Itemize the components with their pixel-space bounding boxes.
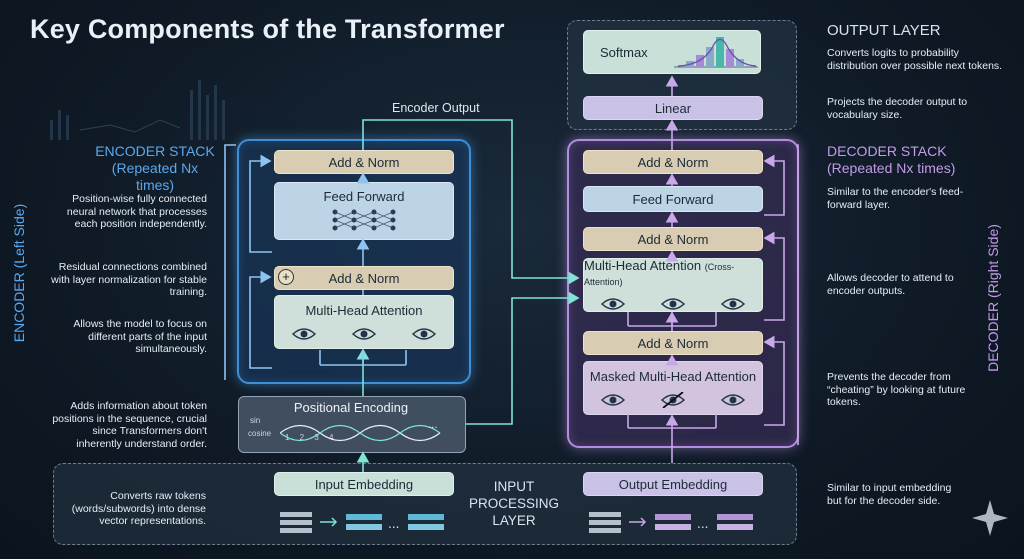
- input-title-line-2: PROCESSING: [468, 496, 560, 511]
- position-digits: 1 2 3 4: [285, 433, 338, 442]
- softmax-box[interactable]: Softmax: [583, 30, 761, 74]
- residual-note: Residual connections combined with layer…: [51, 261, 207, 298]
- cross-attention-label: Multi-Head Attention (Cross-Attention): [584, 258, 762, 288]
- attention-head-icon: [601, 393, 625, 406]
- svg-text:...: ...: [697, 517, 708, 531]
- decoder-ff-note: Similar to the encoder's feed-forward la…: [827, 186, 964, 211]
- input-title-line-1: INPUT: [493, 479, 535, 494]
- encoder-mha-label: Multi-Head Attention: [305, 302, 423, 318]
- embedding-note: Converts raw tokens (words/subwords) int…: [71, 490, 206, 527]
- masked-attention-note: Prevents the decoder from “cheating” by …: [827, 371, 966, 408]
- neural-network-icon: [332, 209, 396, 231]
- output-layer-title: OUTPUT LAYER: [827, 22, 941, 39]
- sine-wave-icon: ...: [280, 420, 441, 442]
- output-embedding-box[interactable]: Output Embedding: [583, 472, 763, 496]
- encoder-multi-head-attention[interactable]: Multi-Head Attention: [274, 295, 454, 349]
- attention-head-icon: [352, 327, 376, 340]
- decoder-cross-attention[interactable]: Multi-Head Attention (Cross-Attention): [583, 258, 763, 312]
- output-embedding-note: Similar to input embedding but for the d…: [827, 482, 952, 507]
- background-decoration: [50, 80, 225, 140]
- cross-attention-text: Multi-Head Attention: [584, 258, 702, 273]
- masked-attention-label: Masked Multi-Head Attention: [589, 368, 757, 384]
- svg-text:...: ...: [388, 517, 399, 531]
- softmax-note: Converts logits to probability distribut…: [827, 47, 1003, 72]
- attention-head-icon: [661, 298, 685, 310]
- input-embedding-box[interactable]: Input Embedding: [274, 472, 454, 496]
- sparkle-icon: [972, 500, 1008, 536]
- decoder-stack-sub: (Repeated Nx times): [827, 160, 956, 176]
- input-processing-title: INPUT PROCESSING LAYER: [466, 478, 562, 529]
- svg-text:...: ...: [428, 420, 438, 431]
- output-token-row: ...: [589, 512, 753, 533]
- encoder-feed-forward[interactable]: Feed Forward: [274, 182, 454, 240]
- attention-head-icon: [721, 298, 745, 310]
- decoder-stack-heading: DECODER STACK: [827, 143, 947, 159]
- linear-note: Projects the decoder output to vocabular…: [827, 96, 968, 121]
- page-title: Key Components of the Transformer: [30, 14, 505, 44]
- distribution-icon: [673, 37, 758, 68]
- masked-attention-head-icon: [661, 391, 685, 408]
- attention-note: Allows the model to focus on different p…: [73, 318, 207, 355]
- encoder-feed-forward-label: Feed Forward: [323, 189, 405, 204]
- decoder-add-norm-3[interactable]: Add & Norm: [583, 331, 763, 355]
- residual-add-icon: +: [278, 269, 294, 285]
- encoder-stack-sub: (Repeated Nx times): [111, 160, 199, 193]
- encoder-output-label: Encoder Output: [392, 101, 480, 115]
- positional-encoding-box[interactable]: [238, 396, 466, 453]
- attention-head-icon: [412, 327, 436, 340]
- sin-label: sin: [250, 416, 261, 425]
- attention-head-icon: [601, 298, 625, 310]
- cross-attention-note: Allows decoder to attend to encoder outp…: [827, 272, 954, 297]
- encoder-stack-heading: ENCODER STACK: [95, 143, 215, 159]
- positional-encoding-note: Adds information about token positions i…: [52, 400, 207, 450]
- cosine-label: cosine: [248, 429, 272, 438]
- input-title-line-3: LAYER: [492, 513, 536, 528]
- input-token-row: ...: [280, 512, 444, 533]
- attention-head-icon: [292, 327, 316, 340]
- decoder-stack-title: DECODER STACK (Repeated Nx times): [827, 143, 955, 177]
- encoder-add-norm-top[interactable]: Add & Norm: [274, 150, 454, 174]
- attention-head-icon: [721, 393, 745, 406]
- encoder-stack-title: ENCODER STACK (Repeated Nx times): [95, 143, 215, 194]
- decoder-add-norm-top[interactable]: Add & Norm: [583, 150, 763, 174]
- cross-attention-tag: (Cross-Attention): [584, 262, 735, 287]
- feed-forward-note: Position-wise fully connected neural net…: [66, 193, 207, 230]
- softmax-label: Softmax: [600, 44, 648, 60]
- encoder-add-norm-mid[interactable]: Add & Norm: [274, 266, 454, 290]
- decoder-masked-attention[interactable]: Masked Multi-Head Attention: [583, 361, 763, 415]
- decoder-add-norm-2[interactable]: Add & Norm: [583, 227, 763, 251]
- positional-encoding-label: Positional Encoding: [293, 400, 409, 415]
